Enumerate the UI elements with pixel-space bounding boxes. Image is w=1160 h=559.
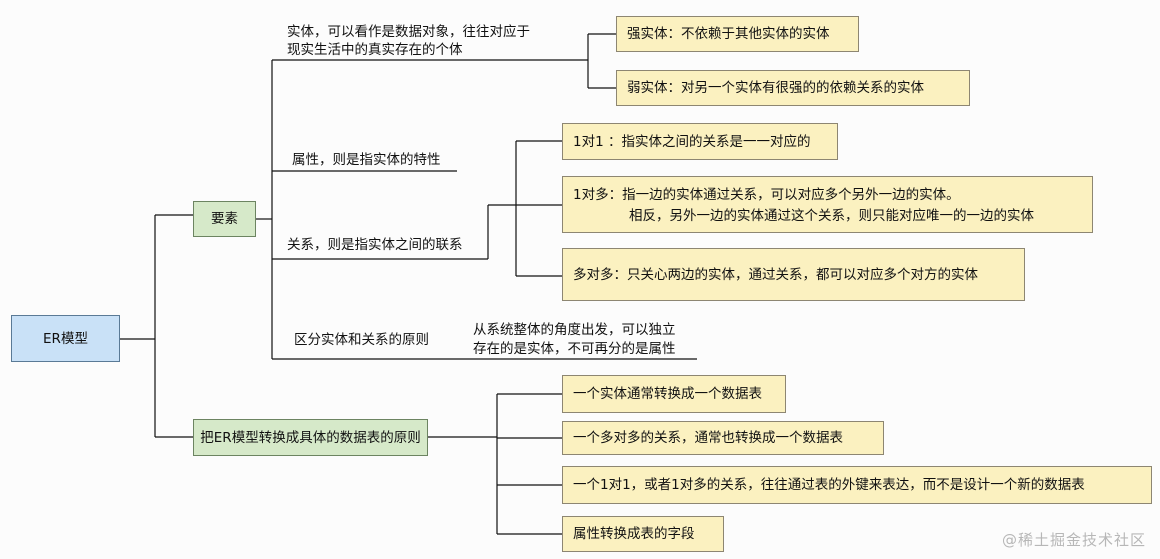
one-to-many-label-line1: 1对多：指一边的实体通过关系，可以对应多个另外一边的实体。 bbox=[573, 187, 960, 203]
conversion-item-label: 一个实体通常转换成一个数据表 bbox=[573, 386, 762, 402]
principle-detail-line1: 从系统整体的角度出发，可以独立 bbox=[473, 322, 676, 338]
one-to-many-node[interactable]: 1对多：指一边的实体通过关系，可以对应多个另外一边的实体。 相反，另外一边的实体… bbox=[562, 176, 1093, 233]
weak-entity-node[interactable]: 弱实体：对另一个实体有很强的的依赖关系的实体 bbox=[616, 70, 970, 106]
conversion-item-2[interactable]: 一个多对多的关系，通常也转换成一个数据表 bbox=[562, 421, 884, 455]
conversion-item-4[interactable]: 属性转换成表的字段 bbox=[562, 516, 724, 552]
conversion-item-label: 属性转换成表的字段 bbox=[573, 526, 695, 542]
weak-entity-label: 弱实体：对另一个实体有很强的的依赖关系的实体 bbox=[627, 80, 924, 96]
strong-entity-node[interactable]: 强实体：不依赖于其他实体的实体 bbox=[616, 16, 859, 52]
watermark: @稀土掘金技术社区 bbox=[1001, 531, 1146, 549]
conversion-item-label: 一个1对1，或者1对多的关系，往往通过表的外键来表达，而不是设计一个新的数据表 bbox=[573, 477, 1085, 493]
conversion-item-3[interactable]: 一个1对1，或者1对多的关系，往往通过表的外键来表达，而不是设计一个新的数据表 bbox=[562, 466, 1152, 504]
conversion-item-1[interactable]: 一个实体通常转换成一个数据表 bbox=[562, 375, 786, 413]
elements-node[interactable]: 要素 bbox=[193, 201, 256, 237]
relationship-label: 关系，则是指实体之间的联系 bbox=[287, 237, 463, 253]
conversion-node-label: 把ER模型转换成具体的数据表的原则 bbox=[200, 429, 421, 446]
entity-label-line2: 现实生活中的真实存在的个体 bbox=[287, 42, 463, 58]
entity-label-line1: 实体，可以看作是数据对象，往往对应于 bbox=[287, 24, 530, 40]
attribute-label: 属性，则是指实体的特性 bbox=[292, 152, 441, 168]
many-to-many-node[interactable]: 多对多：只关心两边的实体，通过关系，都可以对应多个对方的实体 bbox=[562, 248, 1025, 301]
root-node-label: ER模型 bbox=[43, 330, 88, 347]
principle-detail-line2: 存在的是实体，不可再分的是属性 bbox=[473, 341, 676, 357]
conversion-node[interactable]: 把ER模型转换成具体的数据表的原则 bbox=[193, 419, 428, 456]
principle-label: 区分实体和关系的原则 bbox=[294, 332, 429, 348]
one-to-one-label: 1对1 ：指实体之间的关系是一一对应的 bbox=[573, 133, 811, 150]
many-to-many-label: 多对多：只关心两边的实体，通过关系，都可以对应多个对方的实体 bbox=[573, 266, 978, 283]
one-to-one-node[interactable]: 1对1 ：指实体之间的关系是一一对应的 bbox=[562, 123, 838, 160]
strong-entity-label: 强实体：不依赖于其他实体的实体 bbox=[627, 26, 830, 42]
root-node[interactable]: ER模型 bbox=[11, 315, 120, 362]
conversion-item-label: 一个多对多的关系，通常也转换成一个数据表 bbox=[573, 430, 843, 446]
elements-node-label: 要素 bbox=[211, 211, 238, 227]
one-to-many-label-line2: 相反，另外一边的实体通过这个关系，则只能对应唯一的一边的实体 bbox=[629, 208, 1034, 224]
